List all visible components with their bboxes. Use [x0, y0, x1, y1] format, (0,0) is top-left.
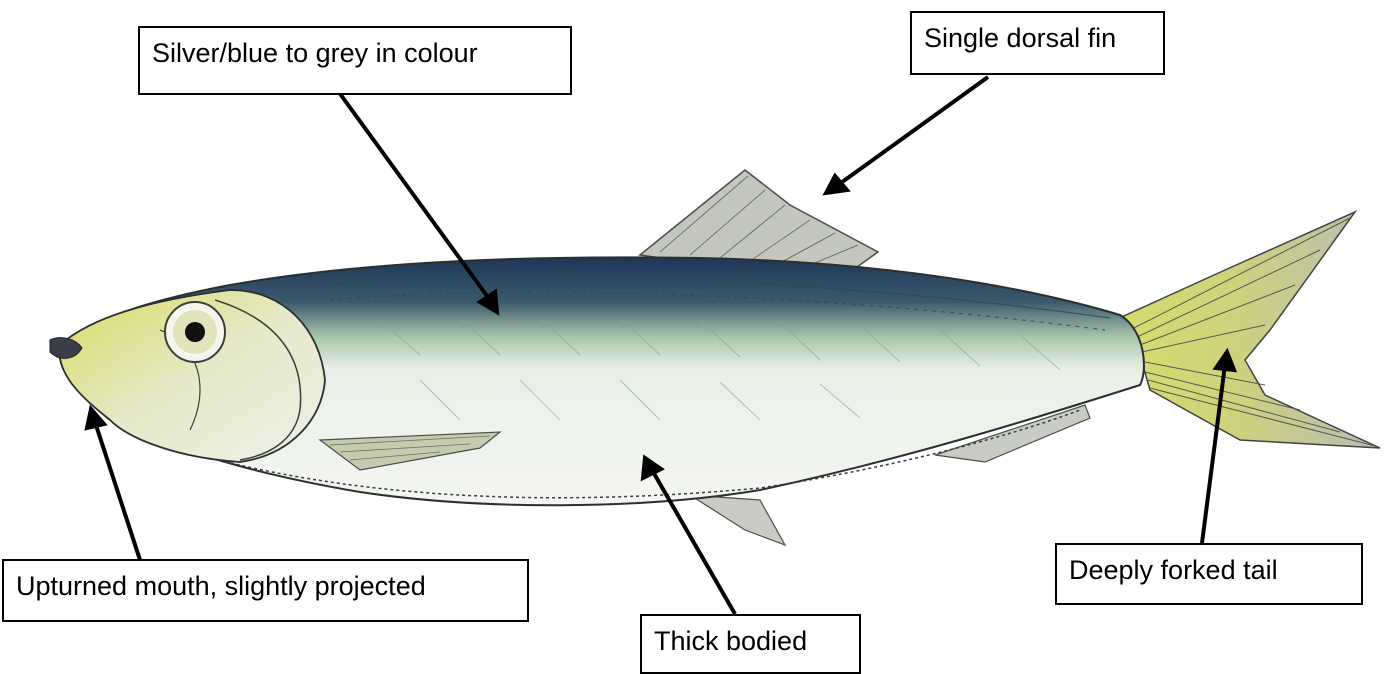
arrow-mouth	[95, 422, 140, 560]
label-mouth: Upturned mouth, slightly projected	[2, 559, 529, 622]
pelvic-fin	[690, 495, 785, 545]
label-body: Thick bodied	[640, 614, 861, 674]
tail-fin	[1115, 212, 1380, 448]
label-tail: Deeply forked tail	[1055, 543, 1363, 605]
arrow-dorsal	[838, 77, 988, 185]
label-dorsal-fin: Single dorsal fin	[910, 11, 1165, 75]
label-colour: Silver/blue to grey in colour	[138, 26, 572, 95]
